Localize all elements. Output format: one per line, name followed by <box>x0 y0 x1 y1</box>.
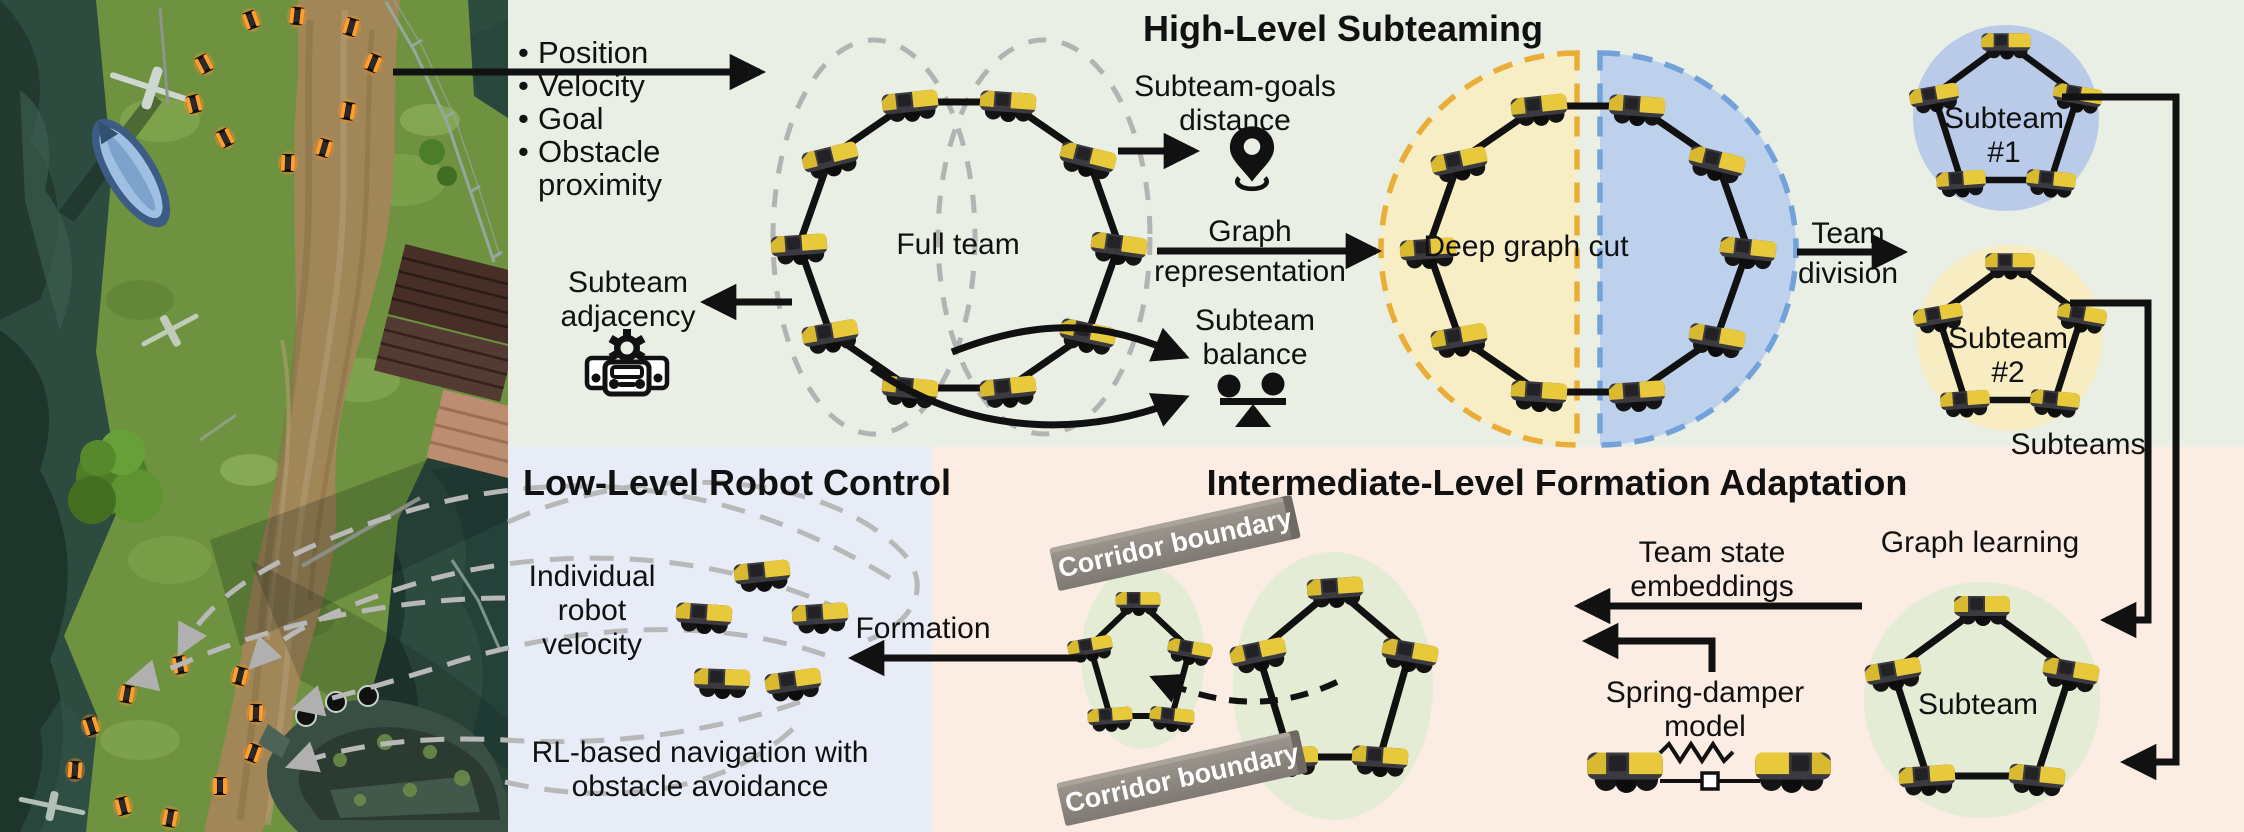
subteam-1-label: Subteam #1 <box>1943 102 2065 169</box>
subteam-2-label: Subteam #2 <box>1947 322 2069 389</box>
high-level-title: High-Level Subteaming <box>1142 8 1544 49</box>
full-team-label: Full team <box>896 228 1020 261</box>
subteam-goals-distance-label: Subteam-goals distance <box>1134 70 1336 137</box>
spring-damper-model-label: Spring-damper model <box>1605 676 1805 743</box>
house <box>373 244 508 482</box>
formation-label: Formation <box>855 612 991 645</box>
individual-robot-velocity-label: Individual robot velocity <box>528 560 656 661</box>
simulation-photo <box>0 0 508 832</box>
input-feature-goal: Goal <box>514 102 714 135</box>
subteam-balance-label: Subteam balance <box>1194 304 1316 371</box>
graph-representation-label: Graph representation <box>1154 215 1346 288</box>
graph-learning-subteam-label: Subteam <box>1917 688 2039 721</box>
team-division-label: Team division <box>1797 217 1899 290</box>
input-feature-obstacle-proximity: Obstacle proximity <box>514 135 714 201</box>
deep-graph-cut-label: Deep graph cut <box>1423 230 1629 263</box>
team-state-embeddings-label: Team state embeddings <box>1630 536 1794 603</box>
rl-navigation-label: RL-based navigation with obstacle avoida… <box>531 736 869 803</box>
input-feature-velocity: Velocity <box>514 69 714 102</box>
low-level-title: Low-Level Robot Control <box>523 462 951 503</box>
boat <box>91 118 171 228</box>
intermediate-level-title: Intermediate-Level Formation Adaptation <box>1206 462 1908 503</box>
graph-learning-label: Graph learning <box>1880 526 2080 559</box>
tree <box>68 139 457 524</box>
subteam-adjacency-label: Subteam adjacency <box>560 266 696 333</box>
input-feature-list: Position Velocity Goal Obstacle proximit… <box>514 36 714 201</box>
input-feature-position: Position <box>514 36 714 69</box>
subteams-label: Subteams <box>2010 428 2146 461</box>
